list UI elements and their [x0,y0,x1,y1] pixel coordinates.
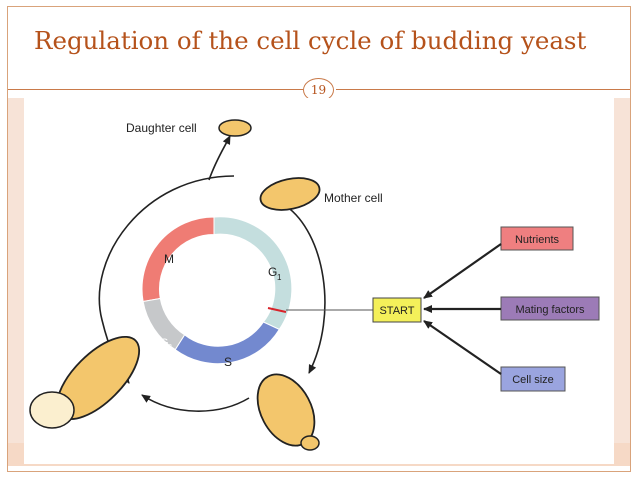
daughter-cell-label: Daughter cell [126,121,197,135]
start-marker [267,307,287,313]
phase-ring [141,216,293,365]
mother-cell-label: Mother cell [324,191,383,205]
nutrients-arrow [423,243,502,299]
mating-factors-label: Mating factors [515,304,585,316]
nutrients-label: Nutrients [515,234,560,246]
g2-phase-label: G [160,337,169,349]
left-accent-bar [8,98,24,466]
m-phase-segment [141,216,215,303]
s-phase-label: S [224,355,232,369]
budded-cell-large [29,335,141,429]
title-rule-left [8,89,303,90]
m-phase-label: M [164,252,174,266]
right-accent-bar [614,98,630,466]
g1-phase-label: G [268,265,277,279]
cell-cycle-diagram: M G 1 S G 2 Daughter cell Mother cell ST… [29,119,600,451]
cycle-arc-right [285,205,326,374]
title-rule-right [336,89,630,90]
cell-size-box [500,366,566,392]
start-label: START [379,305,414,317]
cell-cycle-figure: M G 1 S G 2 Daughter cell Mother cell ST… [24,98,614,464]
cell-size-label: Cell size [512,374,554,386]
budded-cell-small [256,373,320,451]
daughter-arrow [208,135,231,181]
slide-title: Regulation of the cell cycle of budding … [34,26,587,55]
cycle-arc-bottom [141,394,250,412]
mother-cell [259,177,321,211]
start-box [372,297,422,323]
nutrients-box [500,226,574,251]
g2-phase-segment [142,297,186,351]
g1-phase-subscript: 1 [277,273,282,282]
g2-phase-subscript: 2 [168,344,172,351]
cell-size-arrow [423,320,502,375]
daughter-cell [218,119,252,137]
